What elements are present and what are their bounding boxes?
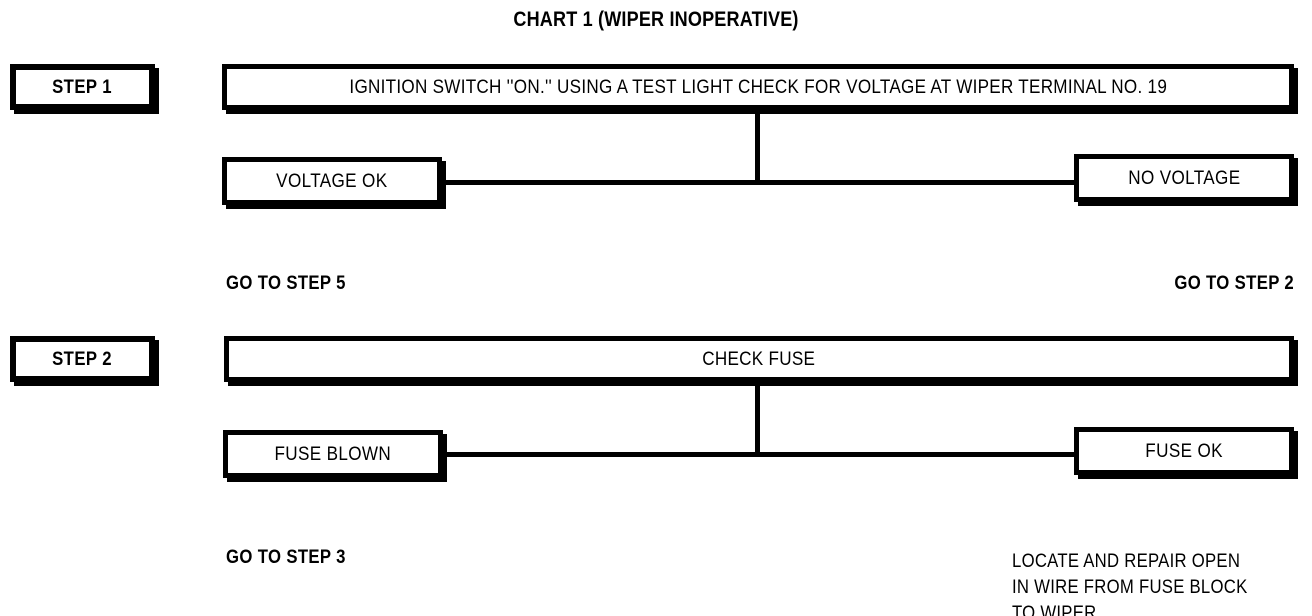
step-1-left-outcome-box: VOLTAGE OK [222,157,442,205]
step-2-tag-label: STEP 2 [52,348,113,370]
step-2-branch-connector [441,452,1081,457]
step-1-right-action-label: GO TO STEP 2 [1174,273,1294,294]
step-1-right-outcome-label: NO VOLTAGE [1127,167,1241,189]
step-1-prompt-label: IGNITION SWITCH ''ON.'' USING A TEST LIG… [349,76,1167,98]
step-1-branch-connector [440,180,1080,185]
step-2-tag: STEP 2 [10,336,155,382]
step-2-trunk-connector [755,380,760,457]
step-2-left-outcome-label: FUSE BLOWN [274,443,392,465]
step-1-right-outcome-box: NO VOLTAGE [1074,154,1294,202]
step-1-prompt-box: IGNITION SWITCH ''ON.'' USING A TEST LIG… [222,64,1294,110]
step-1-right-action: GO TO STEP 2 [1158,245,1294,323]
step-2-left-outcome-box: FUSE BLOWN [223,430,443,478]
step-2-right-outcome-label: FUSE OK [1145,440,1223,462]
step-1-left-action: GO TO STEP 5 [226,245,362,323]
step-1-left-action-label: GO TO STEP 5 [226,273,346,294]
step-2-left-action-label: GO TO STEP 3 [226,547,346,568]
step-2-prompt-label: CHECK FUSE [702,348,816,370]
step-1-tag: STEP 1 [10,64,155,110]
step-2-right-action: LOCATE AND REPAIR OPEN IN WIRE FROM FUSE… [1012,523,1280,616]
step-2-left-action: GO TO STEP 3 [226,519,362,597]
page-title: CHART 1 (WIPER INOPERATIVE) [513,8,799,31]
step-2-right-action-label: LOCATE AND REPAIR OPEN IN WIRE FROM FUSE… [1012,551,1248,616]
step-1-trunk-connector [755,108,760,185]
step-2-prompt-box: CHECK FUSE [224,336,1294,382]
step-1-left-outcome-label: VOLTAGE OK [276,170,388,192]
step-2-right-outcome-box: FUSE OK [1074,427,1294,475]
step-1-tag-label: STEP 1 [52,76,113,98]
